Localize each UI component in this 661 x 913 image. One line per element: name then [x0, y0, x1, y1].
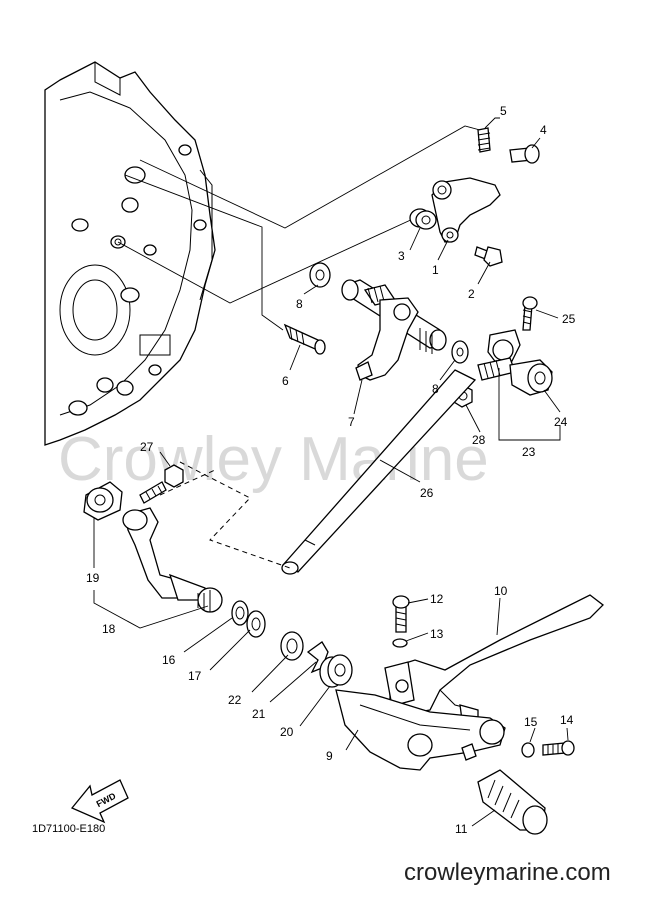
callout-12: 12	[430, 592, 444, 606]
washer-22-hole	[286, 638, 298, 654]
callout-7: 7	[348, 415, 355, 429]
callout-4: 4	[540, 123, 547, 137]
part-24-rod-end	[477, 329, 553, 396]
callout-27: 27	[140, 440, 154, 454]
part-6-stud-bolt	[283, 323, 326, 355]
callout-10: 10	[494, 584, 508, 598]
callout-9: 9	[326, 749, 333, 763]
washer-17-hole	[251, 617, 261, 631]
part-1-shift-arm	[431, 177, 501, 243]
part-9-pedal-lever	[335, 689, 506, 771]
callout-18: 18	[102, 622, 116, 636]
part-5-spring	[477, 117, 500, 153]
callout-14: 14	[560, 713, 574, 727]
leader-lines	[93, 137, 569, 827]
part-19-rod-end	[83, 481, 123, 521]
callout-22: 22	[228, 693, 242, 707]
callout-23: 23	[522, 445, 536, 459]
link-bolt	[139, 481, 167, 504]
callout-13: 13	[430, 627, 444, 641]
part-3-collar	[409, 208, 437, 230]
site-url: crowleymarine.com	[404, 859, 611, 886]
callout-26: 26	[420, 486, 434, 500]
part-8-washer-lower	[451, 340, 469, 364]
washer-hole-lower	[456, 347, 464, 357]
callout-28: 28	[472, 433, 486, 447]
part-8-washer-upper	[309, 262, 331, 288]
catalog-code: 1D71100-E180	[32, 823, 105, 835]
dashed-reference-bolt	[159, 469, 216, 496]
callout-20: 20	[280, 725, 294, 739]
callout-1: 1	[432, 263, 439, 277]
part-27-nut	[164, 464, 184, 488]
part-11-pedal-rubber	[477, 769, 548, 835]
callout-11: 11	[455, 822, 468, 836]
part-22-washer	[280, 631, 304, 661]
callout-19: 19	[86, 571, 100, 585]
part-13-washer	[392, 638, 408, 648]
part-17-washer	[246, 610, 266, 638]
part-15-washer	[521, 742, 535, 758]
callout-21: 21	[252, 707, 266, 721]
part-7-shift-shaft	[341, 279, 447, 381]
reference-line-3	[117, 217, 416, 304]
callout-8-upper: 8	[296, 297, 303, 311]
callout-3: 3	[398, 249, 405, 263]
fwd-arrow-icon: FWD	[70, 779, 129, 824]
callout-5: 5	[500, 104, 507, 118]
callout-25: 25	[562, 312, 576, 326]
part-16-washer	[231, 600, 249, 626]
part-14-bolt	[542, 740, 575, 756]
callout-17: 17	[188, 669, 202, 683]
part-20-collar	[319, 654, 353, 688]
part-12-bolt	[392, 595, 410, 633]
part-18-link-arm	[122, 507, 223, 613]
callout-2: 2	[468, 287, 475, 301]
part-25-bolt	[522, 296, 538, 331]
callout-6: 6	[282, 374, 289, 388]
washer-16-hole	[235, 606, 245, 620]
dashed-reference-27	[179, 461, 291, 569]
part-26-shift-rod	[281, 369, 477, 575]
callout-15: 15	[524, 715, 538, 729]
crankcase-housing	[44, 61, 216, 446]
part-4-pin	[509, 144, 540, 164]
part-2-bolt	[474, 246, 503, 267]
callout-numbers: 5 4 1 2 3 8 6 7 8 25 24 28 23 26 27 19 1…	[86, 104, 576, 836]
washer-hole-upper	[315, 269, 325, 281]
callout-24: 24	[554, 415, 568, 429]
reference-line-5	[139, 125, 481, 229]
part-10-shift-pedal	[384, 594, 604, 723]
reference-line-6	[124, 174, 284, 331]
callout-16: 16	[162, 653, 176, 667]
callout-8-lower: 8	[432, 382, 439, 396]
